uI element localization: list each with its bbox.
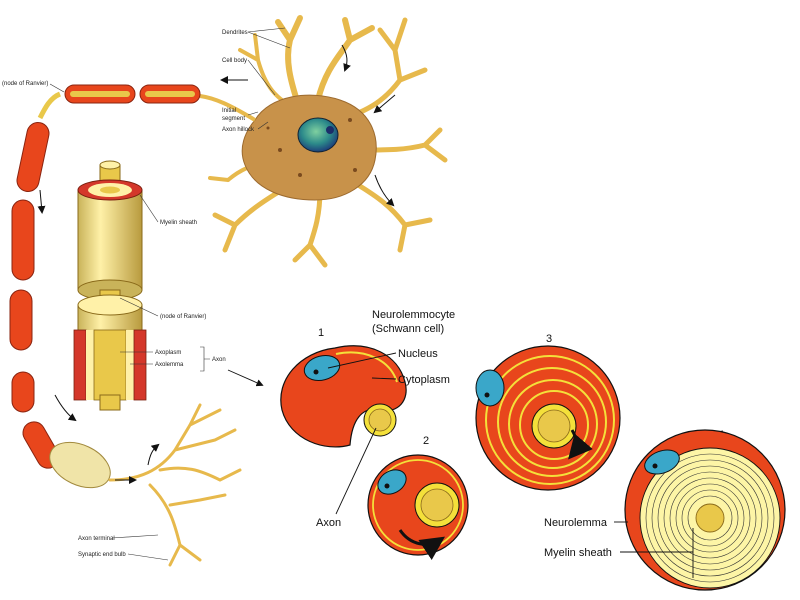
terminal-segment (49, 441, 111, 489)
neuron-illustration: Dendrites Cell body Initial segment Axon… (0, 15, 448, 567)
stage-3-number: 3 (546, 333, 552, 345)
stage-2-cell (367, 454, 469, 560)
title-neurolemmocyte: Neurolemmocyte (372, 309, 455, 321)
connector-arrow (227, 369, 264, 387)
label-myelin-sheath-neuron: Myelin sheath (160, 220, 197, 226)
stage-1-nucleus (303, 355, 341, 381)
myelin-cross-section-cylinder (73, 160, 147, 411)
label-axon-neuron: Axon (212, 357, 226, 363)
label-cytoplasm: Cytoplasm (398, 374, 450, 386)
stage-4-cell (624, 429, 786, 591)
label-node-of-ranvier-top: (node of Ranvier) (2, 81, 48, 87)
label-myelin-sheath-stage: Myelin sheath (544, 547, 612, 559)
stage-4-nucleus (644, 449, 680, 475)
myelinated-axon (0, 84, 201, 489)
stage-4-axon (695, 503, 725, 533)
nucleolus (326, 126, 334, 134)
label-neurolemma: Neurolemma (544, 517, 608, 529)
myelination-stages: Neurolemmocyte (Schwann cell) 1 Nucleus … (280, 309, 786, 591)
label-initial-segment-2: segment (222, 116, 245, 122)
label-initial-segment-1: Initial (222, 108, 236, 114)
label-cell-body: Cell body (222, 58, 247, 64)
initial-segment (199, 94, 257, 122)
label-node-of-ranvier-mid: (node of Ranvier) (160, 314, 206, 320)
direction-arrows (37, 44, 396, 484)
stage-1-cell (280, 345, 407, 448)
label-axon-stages: Axon (316, 517, 341, 529)
stage-3-nucleus (475, 369, 505, 407)
stage-2-number: 2 (423, 435, 429, 447)
label-nucleus: Nucleus (398, 348, 438, 360)
label-synaptic-end-bulb: Synaptic end bulb (78, 552, 126, 558)
label-axolemma: Axolemma (155, 362, 184, 368)
stage-3-cell (475, 345, 621, 491)
stage-2-nucleus (377, 469, 407, 495)
cell-body-speckle (278, 148, 282, 152)
label-dendrites: Dendrites (222, 30, 248, 36)
label-axon-terminal: Axon terminal (78, 536, 115, 542)
stage-1-number: 1 (318, 327, 324, 339)
label-axoplasm: Axoplasm (155, 350, 181, 356)
nucleus (297, 117, 339, 153)
axon-terminal-branches (108, 403, 242, 567)
label-axon-hillock: Axon hillock (222, 127, 255, 133)
title-schwann-cell: (Schwann cell) (372, 323, 444, 335)
